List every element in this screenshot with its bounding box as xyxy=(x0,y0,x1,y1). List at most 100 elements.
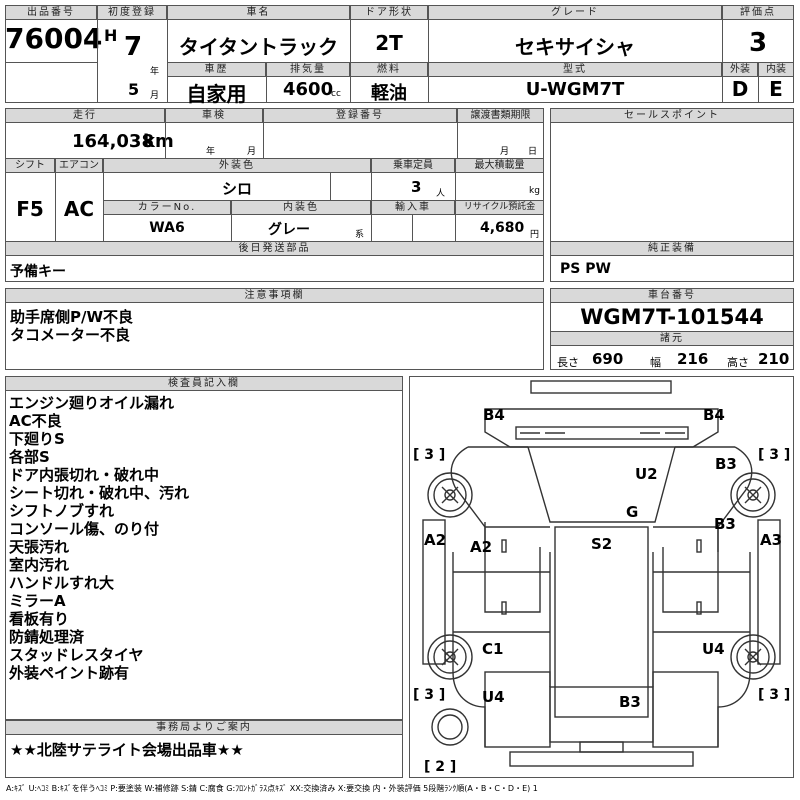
shift-value: F5 xyxy=(16,197,44,221)
inspector-note: ドア内張切れ・破れ中 xyxy=(9,466,160,484)
inspector-note: スタッドレスタイヤ xyxy=(9,646,144,664)
height-value: 210 xyxy=(758,350,790,368)
office-label: 事務局よりご案内 xyxy=(5,720,403,735)
width-value: 216 xyxy=(677,350,709,368)
specs-label: 諸元 xyxy=(550,331,794,346)
tire-front-left-tread: [ 3 ] xyxy=(413,447,445,463)
aircon-label: エアコン xyxy=(55,158,103,173)
length-value: 690 xyxy=(592,350,624,368)
ext-color-label: 外装色 xyxy=(103,158,371,173)
year-unit: 年 xyxy=(150,67,160,77)
capacity-value: 3 xyxy=(411,178,422,196)
sales-point-label: セールスポイント xyxy=(550,108,794,123)
height-label: 高さ xyxy=(727,356,749,369)
fuel-label: 燃料 xyxy=(350,62,428,77)
inspection-label: 車検 xyxy=(165,108,263,123)
displacement-value: 4600 xyxy=(283,79,334,100)
inspector-note: シート切れ・破れ中、汚れ xyxy=(9,484,190,502)
truck-damage-diagram: B4 B4 [ 3 ] [ 3 ] U2 B3 G B3 A2 A2 S2 A3… xyxy=(413,380,790,775)
office-message: ★★北陸サテライト会場出品車★★ xyxy=(10,741,244,759)
exterior-grade-value: D xyxy=(731,77,749,101)
damage-b3-right-mid: B3 xyxy=(714,515,736,533)
damage-u4-left: U4 xyxy=(482,688,505,706)
later-parts-value: 予備キー xyxy=(10,264,66,280)
month-unit: 月 xyxy=(150,91,160,101)
door-label: ドア形状 xyxy=(350,5,428,20)
interior-grade-label: 内装 xyxy=(758,62,794,77)
person-unit: 人 xyxy=(436,189,446,199)
chassis-label: 車台番号 xyxy=(550,288,794,303)
series-unit: 系 xyxy=(355,230,365,240)
first-reg-year: 7 xyxy=(124,32,143,62)
damage-s2: S2 xyxy=(591,535,612,553)
first-reg-label: 初度登録 xyxy=(97,5,167,20)
aircon-value: AC xyxy=(63,197,95,221)
inspector-note: ハンドルすれ大 xyxy=(9,574,115,592)
yen-unit: 円 xyxy=(530,230,540,240)
notes-label: 注意事項欄 xyxy=(5,288,544,303)
displacement-label: 排気量 xyxy=(266,62,350,77)
int-color-label: 内装色 xyxy=(231,200,371,215)
transfer-deadline-label: 譲渡書類期限 xyxy=(457,108,544,123)
damage-a3: A3 xyxy=(760,531,782,549)
grade-label: グレード xyxy=(428,5,722,20)
transfer-day-unit: 日 xyxy=(528,147,538,157)
damage-c1: C1 xyxy=(482,640,503,658)
first-reg-month: 5 xyxy=(128,80,140,99)
cc-unit: cc xyxy=(331,89,341,99)
spare-tire-tread: [ 2 ] xyxy=(424,759,456,775)
damage-b3-right-upper: B3 xyxy=(715,455,737,473)
model-value: U-WGM7T xyxy=(525,79,625,100)
damage-a2-outer: A2 xyxy=(424,531,446,549)
note-line: タコメーター不良 xyxy=(10,326,131,344)
import-label: 輸入車 xyxy=(371,200,455,215)
car-name-label: 車名 xyxy=(167,5,350,20)
lot-no-label: 出品番号 xyxy=(5,5,97,20)
inspector-note: ミラーA xyxy=(9,592,66,610)
genuine-equip-value: PS PW xyxy=(560,261,611,277)
width-label: 幅 xyxy=(650,356,661,369)
kg-unit: kg xyxy=(529,186,540,196)
mileage-label: 走行 xyxy=(5,108,165,123)
max-load-label: 最大積載量 xyxy=(455,158,544,173)
score-label: 評価点 xyxy=(722,5,794,20)
damage-b3-rear: B3 xyxy=(619,693,641,711)
legend-text: A:ｷｽﾞ U:ﾍｺﾐ B:ｷｽﾞを伴うﾍｺﾐ P:要塗装 W:補修跡 S:錆 … xyxy=(6,784,538,793)
grade-value: セキサイシャ xyxy=(515,35,635,59)
notes-list: 助手席側P/W不良 タコメーター不良 xyxy=(10,308,133,344)
inspector-label: 検査員記入欄 xyxy=(5,376,403,391)
tire-rear-left-tread: [ 3 ] xyxy=(413,687,445,703)
damage-diagram-box: B4 B4 [ 3 ] [ 3 ] U2 B3 G B3 A2 A2 S2 A3… xyxy=(409,376,794,778)
inspection-year-unit: 年 xyxy=(206,147,216,157)
inspector-note: コンソール傷、のり付 xyxy=(9,520,160,538)
transfer-month-unit: 月 xyxy=(500,147,510,157)
recycle-label: リサイクル預託金 xyxy=(455,200,544,215)
damage-u2: U2 xyxy=(635,465,658,483)
int-color-value: グレー xyxy=(268,222,310,238)
inspector-note: 各部S xyxy=(9,448,50,466)
inspector-note: 看板有り xyxy=(9,610,70,628)
score-value: 3 xyxy=(748,28,768,58)
history-value: 自家用 xyxy=(186,82,247,106)
recycle-value: 4,680 xyxy=(480,220,525,236)
capacity-label: 乗車定員 xyxy=(371,158,455,173)
damage-g: G xyxy=(626,503,638,521)
inspector-note: 室内汚れ xyxy=(9,556,70,574)
lot-no-value: 76004 xyxy=(5,22,103,55)
car-name-value: タイタントラック xyxy=(178,35,339,59)
era-value: H xyxy=(104,26,118,45)
note-line: 助手席側P/W不良 xyxy=(10,308,134,326)
exterior-grade-label: 外装 xyxy=(722,62,758,77)
damage-a2-inner: A2 xyxy=(470,538,492,556)
tire-front-right-tread: [ 3 ] xyxy=(758,447,790,463)
color-no-value: WA6 xyxy=(149,220,185,236)
inspector-note: エンジン廻りオイル漏れ xyxy=(9,394,175,412)
reg-no-label: 登録番号 xyxy=(263,108,457,123)
inspector-note: AC不良 xyxy=(9,412,62,430)
fuel-value: 軽油 xyxy=(371,83,407,104)
chassis-no-value: WGM7T-101544 xyxy=(580,305,764,329)
inspector-note: 防錆処理済 xyxy=(9,628,85,646)
damage-b4-left: B4 xyxy=(483,406,505,424)
model-label: 型式 xyxy=(428,62,722,77)
inspector-note: 外装ペイント跡有 xyxy=(9,664,130,682)
